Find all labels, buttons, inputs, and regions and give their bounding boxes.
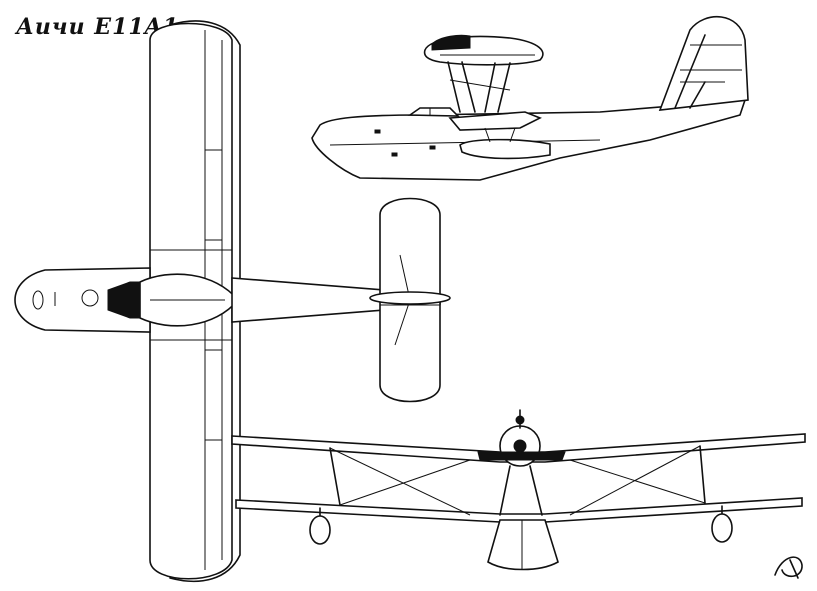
front-view-spinner <box>515 415 525 425</box>
front-view-lower-wing <box>235 497 803 523</box>
front-view-float-left <box>309 515 331 545</box>
top-view-strut <box>394 299 411 346</box>
side-view-tail-strut <box>689 81 706 109</box>
side-view-strut <box>497 62 511 113</box>
side-view-nose-cap <box>431 34 471 51</box>
side-view-float-strut <box>484 127 491 143</box>
side-view-cockpit <box>407 107 460 117</box>
top-view-rudder <box>369 291 451 305</box>
front-view-strut-left <box>329 447 341 506</box>
front-view-brace <box>339 459 471 506</box>
front-view-float-right <box>711 513 733 543</box>
side-view-lower-wing <box>448 111 542 131</box>
front-view-propeller-hub <box>513 439 527 453</box>
front-view-hull <box>487 519 559 571</box>
top-view-hatch <box>32 290 44 310</box>
side-view <box>311 16 749 181</box>
side-view-strut <box>461 61 476 113</box>
front-view-cabane-strut <box>529 465 543 516</box>
side-view-float <box>459 138 551 160</box>
side-view-porthole <box>429 145 436 150</box>
front-view-brace <box>329 447 471 516</box>
side-view-strut <box>484 62 496 113</box>
front-view-cabane <box>477 451 566 461</box>
front-view-cabane-strut <box>499 465 511 516</box>
side-view-porthole <box>374 129 381 134</box>
top-view-porthole <box>81 289 99 307</box>
side-view-tail-fin <box>658 16 749 111</box>
front-view-brace <box>569 459 706 504</box>
side-view-strut <box>447 61 461 113</box>
side-view-porthole <box>391 152 398 157</box>
side-view-float-strut <box>509 127 516 143</box>
side-view-brace <box>449 79 511 91</box>
side-view-hull <box>311 99 747 181</box>
front-view <box>231 409 806 571</box>
front-view-strut-right <box>699 445 706 504</box>
artist-signature <box>774 556 803 579</box>
top-view-engine-front <box>107 281 141 319</box>
top-view <box>14 20 451 583</box>
side-view-tail-strut <box>674 34 706 109</box>
